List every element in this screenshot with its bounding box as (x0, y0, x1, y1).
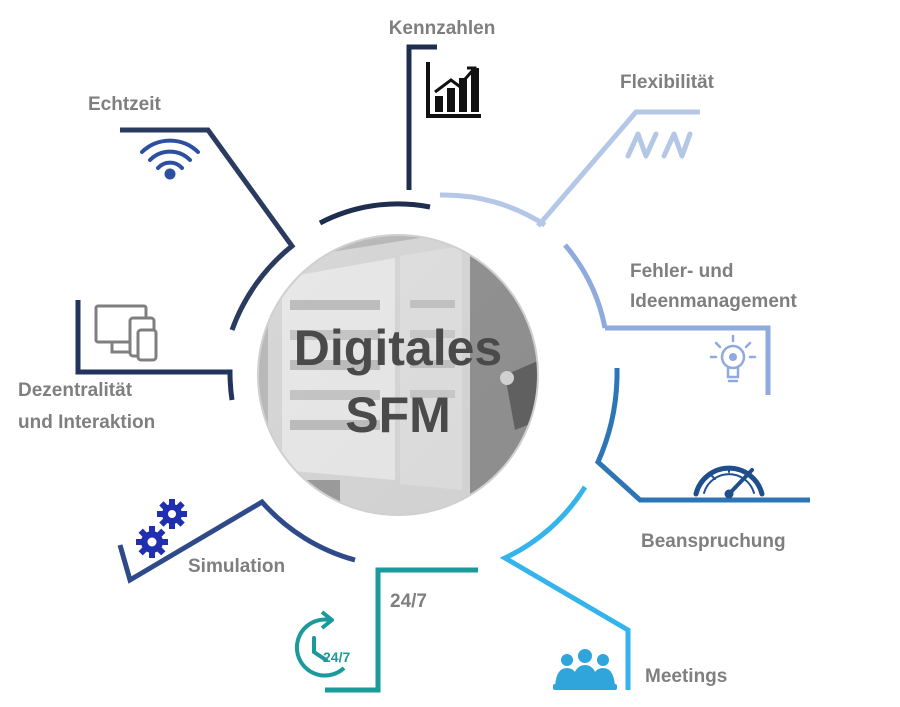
clock-247-text: 24/7 (323, 649, 350, 665)
devices-icon (94, 304, 158, 362)
label-fehler-line2: Ideenmanagement (630, 291, 797, 312)
clock-cycle-icon: 24/7 (294, 610, 350, 678)
speedometer-icon (693, 465, 765, 499)
simulation-connector (117, 498, 356, 584)
label-fehler-line1: Fehler- und (630, 261, 733, 282)
lightbulb-icon (709, 334, 757, 383)
center-title-line1: Digitales (294, 320, 502, 376)
meetings-connector (499, 485, 631, 690)
label-simulation: Simulation (188, 556, 285, 577)
h247-connector (325, 567, 478, 693)
wifi-icon (140, 138, 200, 180)
kennzahlen-connector (318, 44, 437, 226)
label-echtzeit: Echtzeit (88, 94, 162, 115)
flex-wave-icon (625, 131, 693, 159)
dezentral-connector (75, 300, 235, 401)
gears-icon (136, 499, 187, 558)
echtzeit-connector (120, 127, 296, 331)
bar-chart-icon (425, 62, 481, 118)
label-flexibilitaet: Flexibilität (620, 72, 715, 93)
label-beanspruchung: Beanspruchung (641, 531, 786, 552)
label-dezentral-line2: und Interaktion (18, 412, 155, 433)
beanspruchung-connector (594, 367, 810, 503)
flexibilitaet-connector (439, 109, 700, 228)
label-kennzahlen: Kennzahlen (389, 18, 496, 39)
label-247: 24/7 (390, 591, 427, 612)
label-dezentral-line1: Dezentralität (18, 380, 133, 401)
center-title-line2: SFM (345, 387, 451, 443)
people-group-icon (553, 649, 617, 690)
label-meetings: Meetings (645, 666, 727, 687)
fehler-connector (563, 243, 771, 395)
